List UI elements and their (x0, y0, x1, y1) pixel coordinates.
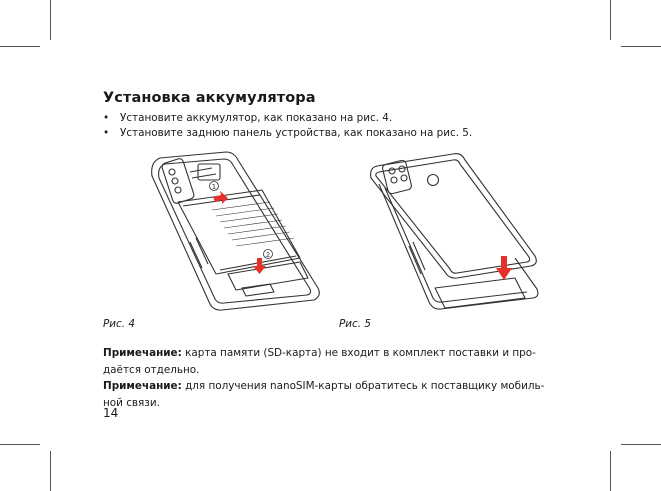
red-arrow-down-icon (253, 258, 266, 274)
figure-caption: Рис. 5 (339, 318, 371, 330)
crop-mark (0, 46, 40, 47)
battery-outline (177, 189, 301, 275)
crop-mark (621, 444, 661, 445)
callout-circle (263, 249, 273, 259)
instruction-item: • Установите заднюю панель устройства, к… (103, 126, 472, 141)
bullet-icon: • (103, 112, 110, 124)
red-arrow-down-icon (496, 256, 512, 280)
callout-circle (209, 181, 219, 191)
note-text: для получения nanoSIM-карты обратитесь к… (185, 380, 545, 392)
crop-mark (50, 451, 51, 491)
phone-frame-outline (151, 151, 320, 311)
note-line: Примечание: карта памяти (SD-карта) не в… (103, 345, 573, 362)
crop-mark (0, 444, 40, 445)
note-text: ной связи. (103, 396, 160, 409)
instruction-list: • Установите аккумулятор, как показано н… (103, 111, 472, 141)
figure-battery-install: 1 2 (151, 151, 320, 311)
callout-number: 1 (212, 183, 216, 191)
note-label: Примечание: (103, 380, 182, 392)
crop-mark (621, 46, 661, 47)
instruction-item: • Установите аккумулятор, как показано н… (103, 111, 472, 126)
bullet-icon: • (103, 127, 110, 139)
fingerprint-sensor (426, 173, 440, 187)
note-line: Примечание: для получения nanoSIM-карты … (103, 378, 573, 395)
crop-mark (610, 0, 611, 40)
callout-number: 2 (266, 251, 270, 259)
instruction-text: Установите заднюю панель устройства, как… (120, 127, 473, 139)
instruction-text: Установите аккумулятор, как показано на … (120, 112, 393, 124)
crop-mark (610, 451, 611, 491)
red-arrow-icon (213, 191, 228, 204)
figure-caption: Рис. 4 (103, 318, 135, 330)
phone-frame-outline (378, 183, 539, 310)
notes-block: Примечание: карта памяти (SD-карта) не в… (103, 345, 573, 411)
back-cover-outline (370, 153, 537, 279)
figure-back-cover-install (370, 153, 539, 310)
note-text: даётся отдельно. (103, 363, 200, 376)
note-text: карта памяти (SD-карта) не входит в комп… (185, 347, 536, 359)
section-heading: Установка аккумулятора (103, 90, 316, 106)
crop-mark (50, 0, 51, 40)
note-label: Примечание: (103, 347, 182, 359)
camera-module (382, 159, 412, 195)
phone-frame-inner (158, 158, 312, 304)
page-number: 14 (103, 406, 119, 420)
